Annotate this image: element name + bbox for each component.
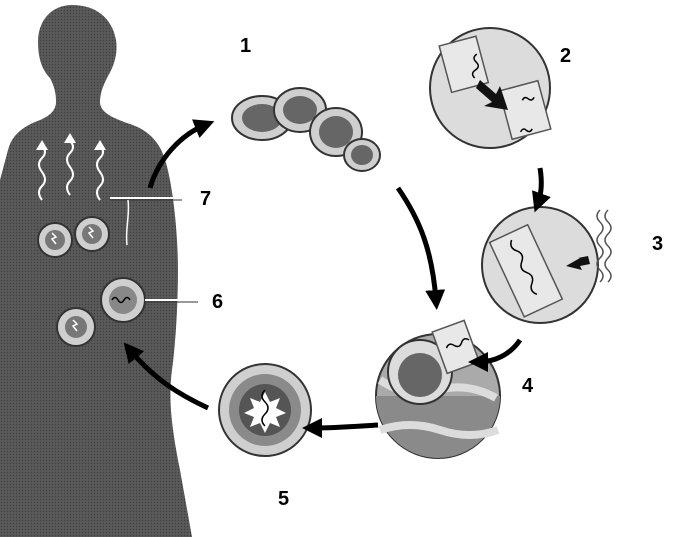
arrow-2-to-3 — [538, 168, 541, 203]
step-label-7: 7 — [200, 188, 211, 210]
activated-cell — [219, 364, 311, 456]
body-cell-modified — [101, 278, 145, 322]
step-label-3: 3 — [652, 233, 663, 255]
step-label-1: 1 — [240, 35, 251, 57]
dna-strand-2 — [605, 210, 611, 282]
gene-insert-cell — [482, 207, 611, 323]
gene-transfer-cell — [430, 28, 551, 148]
arrow-cluster-to-engulf — [398, 188, 436, 300]
human-silhouette — [0, 5, 192, 537]
step-label-4: 4 — [522, 375, 534, 397]
step-label-5: 5 — [278, 488, 289, 510]
body-cell-3 — [57, 308, 95, 346]
body-cell-1 — [38, 223, 72, 257]
star-icon — [244, 392, 286, 433]
cell-cluster — [232, 88, 380, 171]
body-cell-2 — [75, 217, 109, 251]
step-label-2: 2 — [560, 45, 571, 67]
step-label-6: 6 — [212, 291, 223, 313]
engulfing-cell — [376, 320, 500, 458]
arrow-4-to-5 — [312, 425, 378, 428]
